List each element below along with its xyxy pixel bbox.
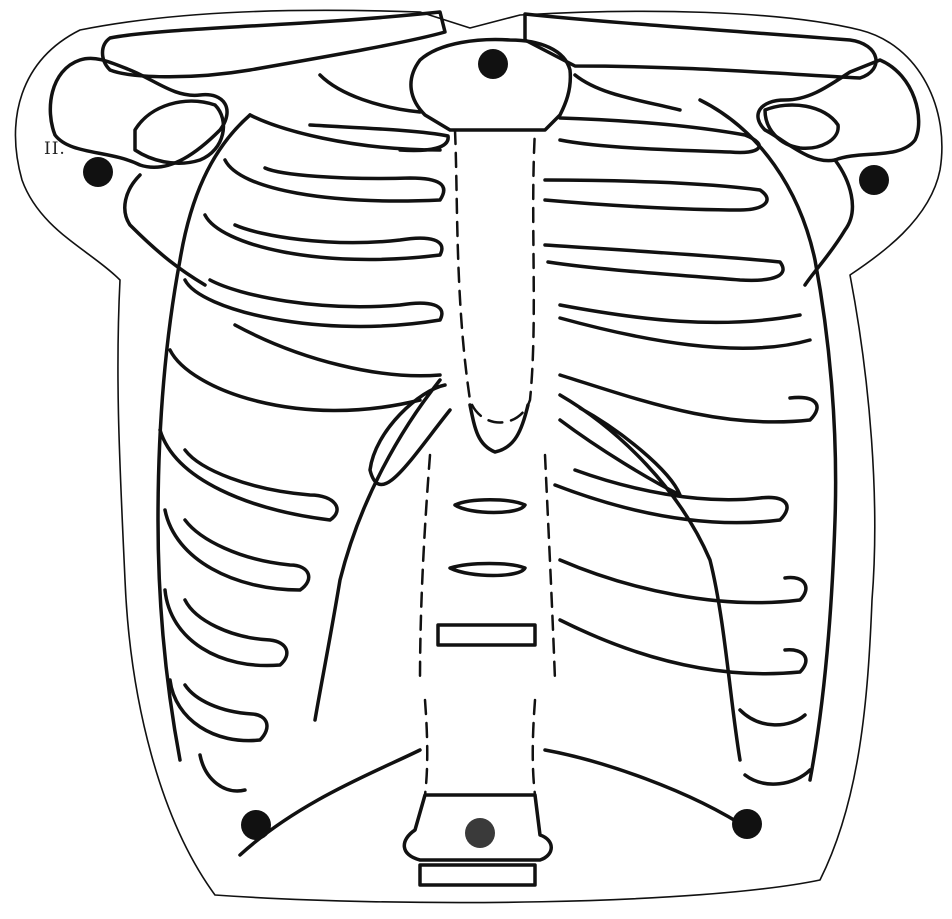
marker-right-lower-rib bbox=[241, 810, 271, 840]
rib-4-right bbox=[205, 215, 442, 259]
rib-7-right bbox=[160, 430, 337, 520]
marker-right-shoulder bbox=[83, 157, 113, 187]
rib-6-right bbox=[170, 325, 440, 410]
rib-12-left bbox=[545, 750, 750, 830]
vertebra-3 bbox=[438, 625, 535, 645]
costal-margin-left bbox=[560, 395, 740, 760]
vertebra-2 bbox=[450, 564, 525, 576]
rib-1-right bbox=[320, 75, 420, 112]
right-humeral-head bbox=[125, 175, 205, 285]
rib-10-right bbox=[170, 680, 267, 741]
rib-12-right bbox=[240, 750, 420, 855]
rib-2-right bbox=[250, 115, 448, 150]
rib-6-left bbox=[560, 375, 817, 422]
rib-1-left bbox=[575, 75, 680, 110]
left-humeral-head bbox=[805, 160, 852, 285]
marker-sternal-notch bbox=[478, 49, 508, 79]
rib-8-left bbox=[560, 560, 806, 603]
rib-5-left bbox=[560, 305, 810, 348]
rib-3-right bbox=[225, 160, 444, 201]
sternum-body bbox=[455, 130, 535, 423]
marker-lumbar-vertebra bbox=[465, 818, 495, 848]
xiphoid bbox=[470, 405, 528, 452]
rib-4-left bbox=[545, 245, 783, 280]
right-acromion bbox=[135, 101, 223, 163]
right-clavicle bbox=[103, 12, 446, 77]
rib-9-left bbox=[560, 620, 806, 674]
vertebra-1 bbox=[455, 500, 525, 513]
sacrum-top bbox=[420, 865, 535, 885]
rib-9-right bbox=[165, 590, 287, 666]
left-clavicle bbox=[525, 14, 876, 78]
marker-left-shoulder bbox=[859, 165, 889, 195]
spine-lower bbox=[425, 700, 535, 795]
rib-8-right bbox=[165, 510, 309, 590]
rib-3-left bbox=[545, 180, 767, 210]
rib-5-right bbox=[185, 280, 442, 326]
torso-outline bbox=[15, 10, 941, 902]
rib-11-right bbox=[200, 755, 245, 791]
marker-left-lower-rib bbox=[732, 809, 762, 839]
rib-10-left bbox=[740, 710, 810, 784]
costal-margin-right bbox=[315, 380, 450, 720]
rib-2-left bbox=[560, 118, 759, 153]
left-acromion bbox=[765, 105, 838, 148]
